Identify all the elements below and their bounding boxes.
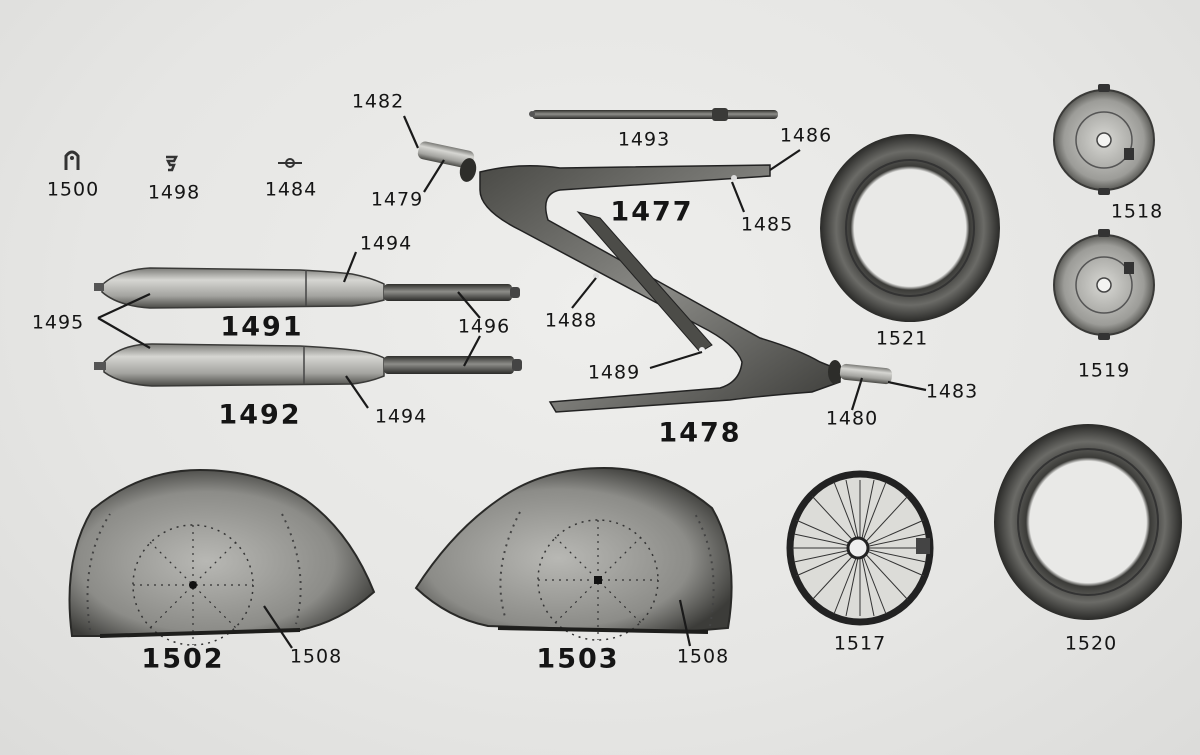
part-number-1492: 1492	[218, 399, 302, 431]
part-number-1508-left: 1508	[289, 645, 343, 668]
fender-icon	[68, 468, 376, 646]
rod-icon	[529, 108, 778, 121]
part-number-1519: 1519	[1077, 359, 1131, 382]
spring-icon	[165, 155, 179, 172]
part-number-1494-lower: 1494	[374, 405, 428, 428]
spoked-wheel-icon	[786, 470, 934, 626]
pin-icon	[278, 158, 302, 168]
part-number-1517: 1517	[833, 632, 887, 655]
tube-icon	[94, 343, 522, 387]
part-number-1495: 1495	[31, 311, 85, 334]
part-number-1498: 1498	[147, 181, 201, 204]
clip-icon	[64, 150, 80, 170]
part-number-1488: 1488	[544, 309, 598, 332]
part-number-1491: 1491	[220, 311, 304, 343]
hub-plate-icon	[1053, 84, 1155, 195]
part-number-1486: 1486	[779, 124, 833, 147]
tire-icon	[994, 424, 1182, 620]
part-number-1502: 1502	[141, 643, 225, 675]
part-number-1477: 1477	[610, 196, 694, 228]
part-number-1503: 1503	[536, 643, 620, 675]
part-number-1500: 1500	[46, 178, 100, 201]
part-number-1494-upper: 1494	[359, 232, 413, 255]
leader-lines	[97, 115, 927, 649]
part-number-1493: 1493	[617, 128, 671, 151]
part-number-1480: 1480	[825, 407, 879, 430]
part-number-1496: 1496	[457, 315, 511, 338]
fender-icon	[414, 466, 733, 641]
part-number-1508-right: 1508	[676, 645, 730, 668]
part-number-1485: 1485	[740, 213, 794, 236]
part-number-1483: 1483	[925, 380, 979, 403]
frame-icon	[417, 141, 893, 413]
part-number-1520: 1520	[1064, 632, 1118, 655]
part-number-1478: 1478	[658, 417, 742, 449]
part-number-1518: 1518	[1110, 200, 1164, 223]
part-number-1484: 1484	[264, 178, 318, 201]
tube-icon	[94, 267, 520, 309]
hub-plate-icon	[1053, 229, 1155, 340]
tire-icon	[820, 134, 1000, 322]
part-number-1479: 1479	[370, 188, 424, 211]
part-number-1489: 1489	[587, 361, 641, 384]
part-number-1482: 1482	[351, 90, 405, 113]
part-number-1521: 1521	[875, 327, 929, 350]
